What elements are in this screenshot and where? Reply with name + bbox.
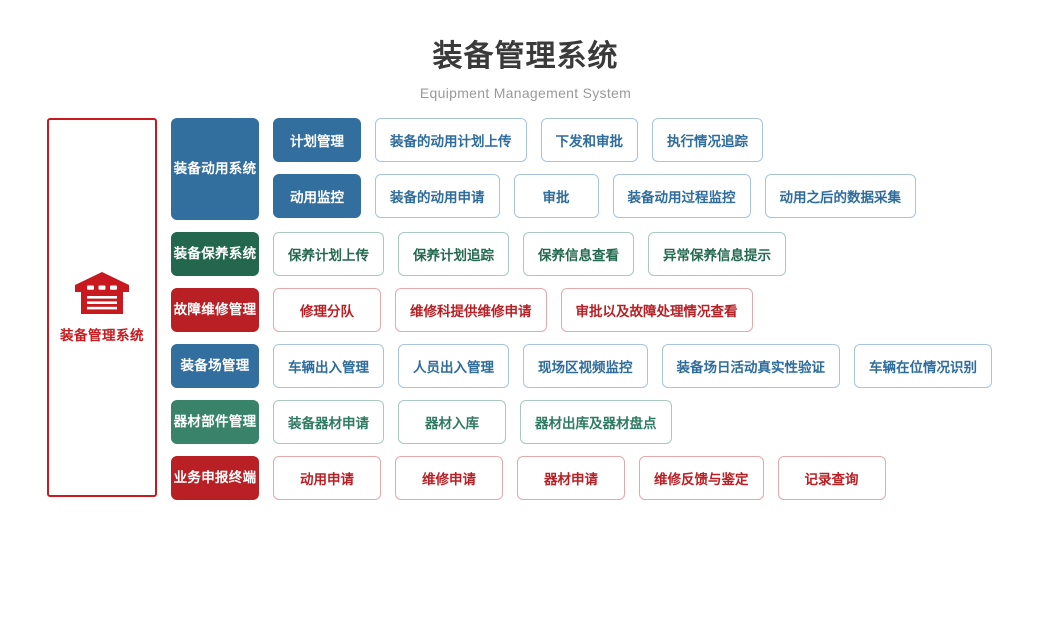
- subgroup-row: 计划管理 装备的动用计划上传 下发和审批 执行情况追踪: [273, 118, 916, 162]
- leaf-item[interactable]: 车辆在位情况识别: [854, 344, 992, 388]
- warehouse-icon: [74, 271, 130, 315]
- module-row: 故障维修管理 修理分队 维修科提供维修申请 审批以及故障处理情况查看: [171, 288, 992, 332]
- leaf-list: 装备器材申请 器材入库 器材出库及器材盘点: [259, 400, 672, 444]
- leaf-item[interactable]: 记录查询: [777, 456, 886, 500]
- leaf-item[interactable]: 装备的动用申请: [375, 174, 500, 218]
- category-block-maintenance-care[interactable]: 装备保养系统: [171, 232, 259, 276]
- category-block-service-terminal[interactable]: 业务申报终端: [171, 456, 259, 500]
- leaf-item[interactable]: 审批以及故障处理情况查看: [560, 288, 753, 332]
- leaf-item[interactable]: 维修反馈与鉴定: [639, 456, 764, 500]
- subgroup-column: 计划管理 装备的动用计划上传 下发和审批 执行情况追踪 动用监控 装备的动用申请…: [273, 118, 916, 220]
- category-block-fault-repair[interactable]: 故障维修管理: [171, 288, 259, 332]
- leaf-item[interactable]: 器材出库及器材盘点: [520, 400, 672, 444]
- subgroup-usage-monitoring[interactable]: 动用监控: [273, 174, 361, 218]
- leaf-item[interactable]: 装备场日活动真实性验证: [661, 344, 840, 388]
- module-row: 装备动用系统 计划管理 装备的动用计划上传 下发和审批 执行情况追踪 动用监控 …: [171, 118, 992, 220]
- leaf-item[interactable]: 器材申请: [517, 456, 625, 500]
- page-title: 装备管理系统: [432, 40, 619, 73]
- leaf-list: 装备的动用计划上传 下发和审批 执行情况追踪: [361, 118, 763, 162]
- leaf-item[interactable]: 装备的动用计划上传: [375, 118, 527, 162]
- diagram-body: 装备管理系统 装备动用系统 计划管理 装备的动用计划上传 下发和审批 执行情况追…: [0, 118, 1051, 500]
- leaf-item[interactable]: 执行情况追踪: [652, 118, 763, 162]
- leaf-item[interactable]: 动用之后的数据采集: [764, 174, 916, 218]
- root-system-label: 装备管理系统: [60, 328, 144, 343]
- root-system-panel[interactable]: 装备管理系统: [47, 118, 157, 497]
- leaf-item[interactable]: 保养信息查看: [523, 232, 634, 276]
- category-block-equipment-usage[interactable]: 装备动用系统: [171, 118, 259, 220]
- category-wrapper: 装备动用系统: [171, 118, 259, 220]
- subgroup-plan-management[interactable]: 计划管理: [273, 118, 361, 162]
- leaf-item[interactable]: 保养计划上传: [273, 232, 384, 276]
- leaf-list: 装备的动用申请 审批 装备动用过程监控 动用之后的数据采集: [361, 174, 916, 218]
- leaf-item[interactable]: 异常保养信息提示: [648, 232, 786, 276]
- leaf-item[interactable]: 审批: [513, 174, 599, 218]
- module-row: 业务申报终端 动用申请 维修申请 器材申请 维修反馈与鉴定 记录查询: [171, 456, 992, 500]
- module-rows: 装备动用系统 计划管理 装备的动用计划上传 下发和审批 执行情况追踪 动用监控 …: [171, 118, 992, 500]
- subgroup-row: 动用监控 装备的动用申请 审批 装备动用过程监控 动用之后的数据采集: [273, 174, 916, 218]
- leaf-item[interactable]: 保养计划追踪: [398, 232, 509, 276]
- leaf-list: 动用申请 维修申请 器材申请 维修反馈与鉴定 记录查询: [259, 456, 886, 500]
- leaf-item[interactable]: 车辆出入管理: [273, 344, 384, 388]
- leaf-item[interactable]: 下发和审批: [540, 118, 638, 162]
- leaf-item[interactable]: 人员出入管理: [398, 344, 509, 388]
- leaf-item[interactable]: 维修科提供维修申请: [395, 288, 547, 332]
- leaf-list: 保养计划上传 保养计划追踪 保养信息查看 异常保养信息提示: [259, 232, 786, 276]
- page-header: 装备管理系统 Equipment Management System: [0, 0, 1051, 101]
- module-row: 器材部件管理 装备器材申请 器材入库 器材出库及器材盘点: [171, 400, 992, 444]
- leaf-item[interactable]: 动用申请: [273, 456, 381, 500]
- category-block-yard-management[interactable]: 装备场管理: [171, 344, 259, 388]
- module-row: 装备场管理 车辆出入管理 人员出入管理 现场区视频监控 装备场日活动真实性验证 …: [171, 344, 992, 388]
- leaf-item[interactable]: 装备动用过程监控: [612, 174, 751, 218]
- page-subtitle: Equipment Management System: [419, 84, 632, 101]
- leaf-item[interactable]: 修理分队: [273, 288, 381, 332]
- leaf-list: 修理分队 维修科提供维修申请 审批以及故障处理情况查看: [259, 288, 753, 332]
- leaf-item[interactable]: 装备器材申请: [273, 400, 384, 444]
- module-row: 装备保养系统 保养计划上传 保养计划追踪 保养信息查看 异常保养信息提示: [171, 232, 992, 276]
- leaf-item[interactable]: 现场区视频监控: [523, 344, 648, 388]
- leaf-list: 车辆出入管理 人员出入管理 现场区视频监控 装备场日活动真实性验证 车辆在位情况…: [259, 344, 992, 388]
- category-block-parts-management[interactable]: 器材部件管理: [171, 400, 259, 444]
- leaf-item[interactable]: 维修申请: [395, 456, 503, 500]
- leaf-item[interactable]: 器材入库: [398, 400, 506, 444]
